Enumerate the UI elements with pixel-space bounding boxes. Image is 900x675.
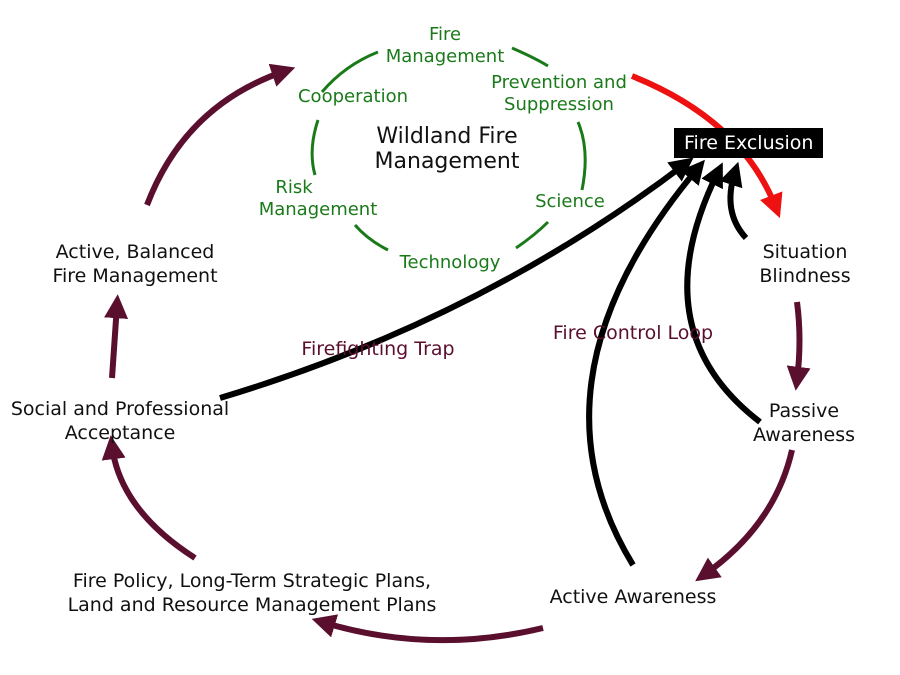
- ring-arc-right: [576, 121, 587, 191]
- ring-label-risk: Risk: [275, 177, 313, 198]
- ring-label-prevention-line1: Prevention and: [491, 72, 627, 93]
- ring-label-fire-management: Fire Management: [370, 24, 520, 68]
- situation-blindness-line2: Blindness: [759, 265, 851, 287]
- center-title: Wildland Fire Management: [352, 124, 542, 174]
- balanced-management-line2: Fire Management: [52, 265, 218, 287]
- ring-label-technology: Technology: [399, 252, 501, 273]
- ring-arc-bottom-left: [353, 224, 389, 252]
- fire-exclusion-arrows: [219, 157, 762, 567]
- social-acceptance-line1: Social and Professional: [10, 398, 230, 420]
- center-title-line1: Wildland Fire: [376, 124, 518, 149]
- passive-awareness-line2: Awareness: [752, 424, 856, 446]
- social-acceptance-node: Social and Professional Acceptance: [2, 397, 238, 445]
- active-awareness-node: Active Awareness: [549, 586, 717, 608]
- active-awareness-arrow: [586, 159, 705, 567]
- arrow-to-active-awareness: [695, 449, 795, 582]
- arrow-to-passive: [786, 301, 811, 391]
- ring-label-science: Science: [535, 191, 605, 212]
- passive-awareness-line1: Passive: [768, 400, 840, 422]
- ring-label-management: Management: [385, 46, 505, 67]
- balanced-management-node: Active, Balanced Fire Management: [40, 240, 230, 288]
- policy-line1: Fire Policy, Long-Term Strategic Plans,: [72, 570, 432, 592]
- balanced-management-line1: Active, Balanced: [55, 241, 215, 263]
- ring-label-fire: Fire: [428, 24, 462, 45]
- firefighting-trap-arrow: [219, 157, 694, 401]
- policy-line2: Land and Resource Management Plans: [67, 594, 437, 616]
- ring-arc-top-left: [320, 50, 379, 93]
- policy-node: Fire Policy, Long-Term Strategic Plans, …: [52, 569, 452, 617]
- ring-label-risk-management: Risk Management: [248, 177, 388, 221]
- ring-label-prevention-line2: Suppression: [504, 94, 614, 115]
- ring-arc-left: [310, 119, 320, 176]
- fire-exclusion-node: Fire Exclusion: [674, 128, 824, 158]
- arrow-to-social: [101, 435, 197, 561]
- ring-label-risk-management-line2: Management: [258, 199, 378, 220]
- arrow-to-policy: [311, 614, 544, 644]
- situation-blindness-line1: Situation: [762, 241, 848, 263]
- management-ring: [310, 46, 587, 252]
- center-title-line2: Management: [374, 149, 520, 174]
- ring-label-cooperation: Cooperation: [297, 86, 408, 107]
- ring-arc-bottom-right: [515, 220, 550, 250]
- arrow-to-balanced: [104, 294, 129, 379]
- arrow-to-ring: [144, 63, 296, 207]
- situation-blindness-node: Situation Blindness: [745, 240, 865, 288]
- passive-awareness-node: Passive Awareness: [740, 399, 868, 447]
- passive-awareness-arrow: [684, 162, 762, 425]
- ring-label-prevention: Prevention and Suppression: [474, 72, 644, 116]
- situation-blindness-arrow: [719, 161, 749, 241]
- social-acceptance-line2: Acceptance: [64, 422, 176, 444]
- outer-cycle-arrows: [101, 63, 811, 644]
- firefighting-trap-label: Firefighting Trap: [301, 338, 455, 360]
- fire-control-loop-label: Fire Control Loop: [552, 322, 714, 344]
- ring-arc-top: [511, 46, 549, 68]
